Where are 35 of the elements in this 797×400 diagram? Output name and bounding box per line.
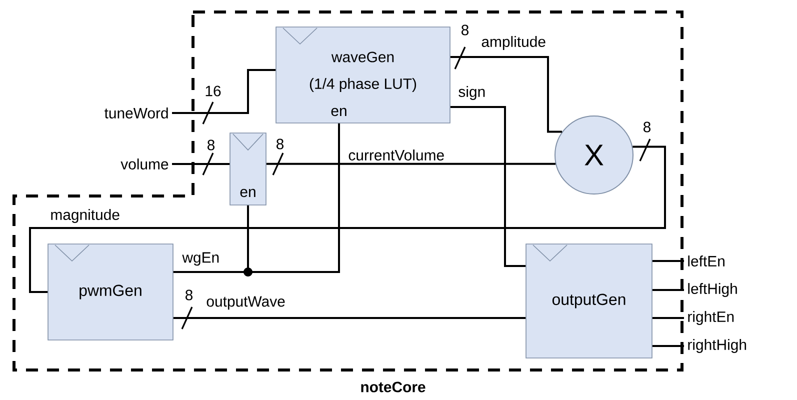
signal-label: amplitude [482, 36, 546, 50]
wire [652, 345, 684, 347]
wire [652, 317, 684, 319]
wire [173, 317, 526, 319]
wire [172, 163, 230, 165]
port-label: leftEn [688, 256, 724, 266]
port-label: volume [120, 158, 168, 170]
signal-label: wgEn [182, 252, 219, 266]
signal-label: outputWave [206, 296, 285, 310]
wire [266, 162, 556, 165]
port-label: rightHigh [688, 339, 746, 353]
bus-width-mark: 16 [202, 86, 221, 124]
bus-width-mark: 8 [202, 140, 214, 176]
signal-label: sign [458, 86, 485, 100]
wire [173, 205, 252, 276]
signal-label: magnitude [51, 209, 120, 223]
module-box: outputGen [526, 244, 652, 358]
module-box: pwmGen [48, 244, 174, 340]
bus-width-mark: 8 [639, 122, 651, 162]
wire [652, 260, 684, 262]
port-label: leftHigh [688, 283, 737, 297]
wire [29, 146, 666, 293]
module-box: en [230, 132, 266, 206]
port-label: tuneWord [104, 108, 168, 118]
port-label: rightEn [688, 311, 734, 325]
bus-width-mark: 8 [454, 24, 468, 70]
bus-width-mark: 8 [181, 290, 193, 330]
module-box: waveGen (1/4 phase LUT) en [276, 26, 450, 124]
signal-label: currentVolume [348, 150, 444, 160]
wire [652, 289, 684, 291]
wire [172, 69, 276, 114]
wire [450, 56, 562, 133]
wire [450, 106, 526, 267]
bus-width-mark: 8 [272, 138, 284, 176]
node-label: noteCore [361, 382, 426, 392]
